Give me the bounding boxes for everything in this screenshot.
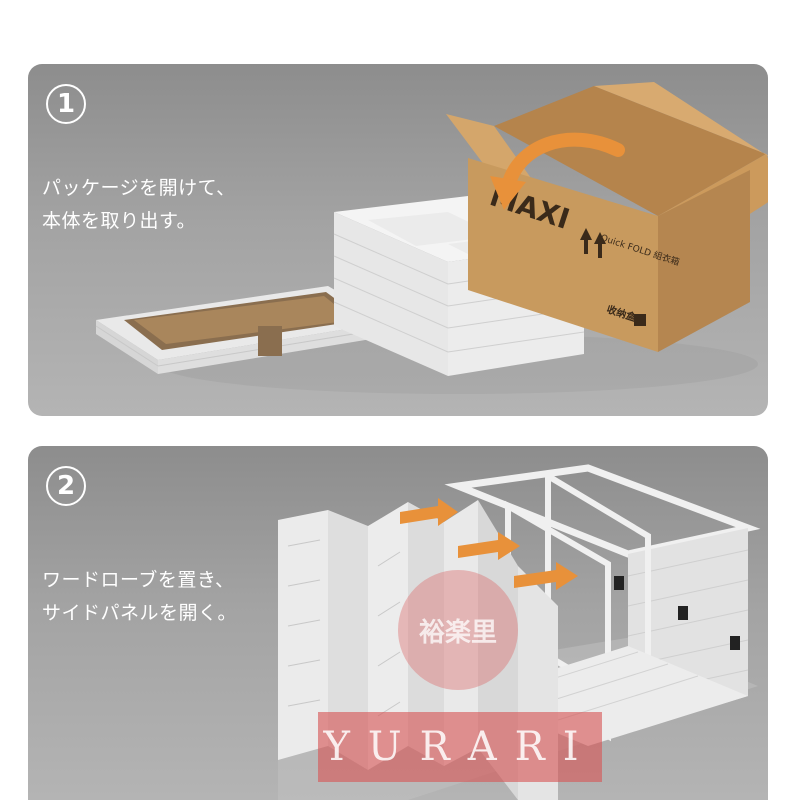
arrow-right-icon-2 [458, 532, 520, 560]
base-tray [95, 286, 391, 374]
open-direction-arrows [400, 498, 578, 590]
step-1-illustration: MAXI Quick FOLD 組衣箱 收纳盒子 [95, 82, 768, 394]
step-1-number: 1 [46, 84, 86, 124]
step-2-caption-line-1: ワードローブを置き、 [42, 569, 235, 591]
step-2-caption: ワードローブを置き、 サイドパネルを開く。 [42, 564, 237, 630]
up-arrows-icon [580, 228, 606, 258]
qr-code-icon [634, 314, 646, 326]
step-2-number: 2 [46, 466, 86, 506]
hinge-clip-1 [614, 576, 624, 590]
arrow-right-icon-1 [400, 498, 458, 526]
step-2-panel: 2 ワードローブを置き、 サイドパネルを開く。 [28, 446, 768, 800]
hinge-clip-2 [678, 606, 688, 620]
step-1-caption: パッケージを開けて、 本体を取り出す。 [42, 172, 236, 238]
watermark-stamp: 裕楽里 [398, 570, 518, 690]
step-1-caption-line-2: 本体を取り出す。 [42, 210, 197, 232]
folded-side-panels [278, 500, 558, 800]
step-1-panel: 1 パッケージを開けて、 本体を取り出す。 [28, 64, 768, 416]
curved-arrow-icon [490, 132, 625, 210]
step-2-caption-line-2: サイドパネルを開く。 [42, 602, 238, 624]
hinge-clip-3 [730, 636, 740, 650]
watermark-banner: YURARI [318, 712, 602, 782]
step-1-caption-line-1: パッケージを開けて、 [42, 177, 236, 199]
arrow-right-icon-3 [514, 562, 578, 590]
